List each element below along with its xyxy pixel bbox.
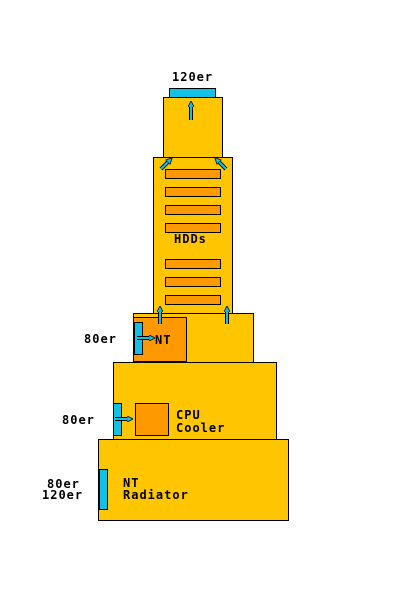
arrow-icon bbox=[159, 160, 170, 171]
hdd-slot bbox=[165, 205, 221, 215]
cpu-fan-label: 80er bbox=[62, 413, 95, 427]
hdd-cage bbox=[153, 157, 233, 314]
top-fan-label: 120er bbox=[172, 70, 214, 84]
nt-fan-label: 80er bbox=[84, 332, 117, 346]
hdds-label: HDDs bbox=[174, 232, 207, 246]
hdd-slot bbox=[165, 187, 221, 197]
hdd-slot bbox=[165, 295, 221, 305]
hdd-slot bbox=[165, 223, 221, 233]
hdd-slot bbox=[165, 277, 221, 287]
cpu-cooler-label-line1: CPU bbox=[176, 408, 201, 422]
hdd-slot bbox=[165, 259, 221, 269]
cpu-cooler-label-line2: Cooler bbox=[176, 421, 226, 435]
arrow-icon bbox=[217, 160, 228, 171]
hdd-slot bbox=[165, 169, 221, 179]
radiator-label-line1: NT bbox=[123, 476, 140, 490]
cpu-cooler bbox=[135, 403, 169, 436]
radiator-fan bbox=[99, 469, 108, 510]
radiator-fan-label-line2: 120er bbox=[42, 488, 84, 502]
radiator-label-line2: Radiator bbox=[123, 488, 189, 502]
radiator-fan-label-line1: 80er bbox=[47, 477, 80, 491]
radiator-section bbox=[98, 439, 289, 521]
nt-label: NT bbox=[155, 333, 172, 347]
